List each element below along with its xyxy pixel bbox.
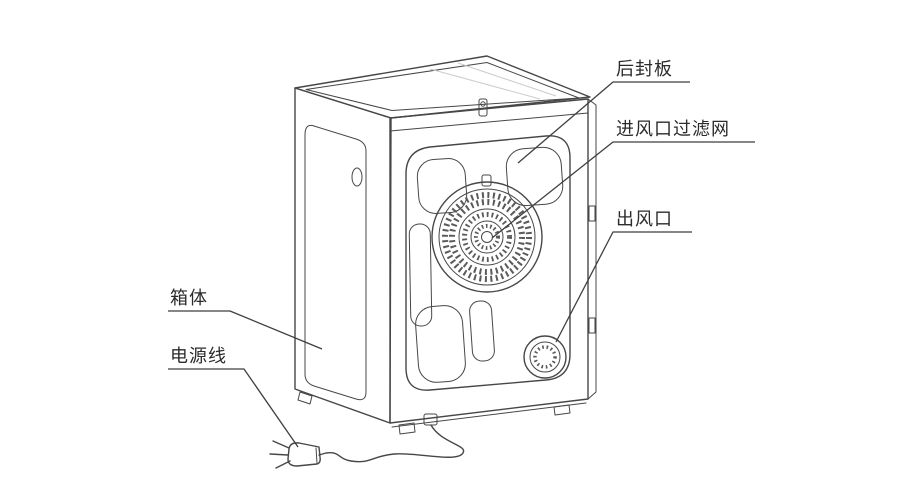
stamped-relief-top-right [505,146,564,207]
plug-prong [275,460,291,469]
rear-panel [389,98,597,424]
label-cabinet: 箱体 [170,288,208,308]
machine-illustration [269,55,597,469]
hinge-detail-bottom [588,317,596,334]
power-plug [269,440,321,469]
label-inlet-filter: 进风口过滤网 [616,119,730,139]
power-cord [269,413,465,469]
foot-left [398,422,416,435]
cord-anchor [423,413,438,426]
foot-front [297,391,313,405]
label-rear-panel: 后封板 [616,59,673,79]
leader-power-cord [168,368,299,448]
stamped-relief-bottom-left [415,305,466,383]
foot-right [553,404,571,416]
leader-cabinet [168,310,323,350]
top-bracket [478,98,488,117]
leader-rear-panel [517,81,690,164]
stamped-relief-bottom-slot [469,300,495,362]
side-handle-detail [351,167,363,187]
inlet-filter [431,174,543,293]
leader-lines [168,81,755,448]
stamped-relief-left-slot [408,223,433,327]
air-outlet [523,335,567,379]
leader-inlet-filter [491,141,755,239]
plug-prong [272,440,290,449]
cabinet-side-panel [294,87,392,424]
label-power-cord: 电源线 [170,346,227,366]
plug-prong [269,453,289,456]
stamped-relief-top-left [416,158,468,214]
base-and-feet [297,391,587,435]
hinge-detail-top [588,205,596,222]
callout-labels: 后封板 进风口过滤网 出风口 箱体 电源线 [170,59,730,366]
top-panel [294,55,591,119]
label-air-outlet: 出风口 [616,209,673,229]
leader-air-outlet [555,231,692,343]
